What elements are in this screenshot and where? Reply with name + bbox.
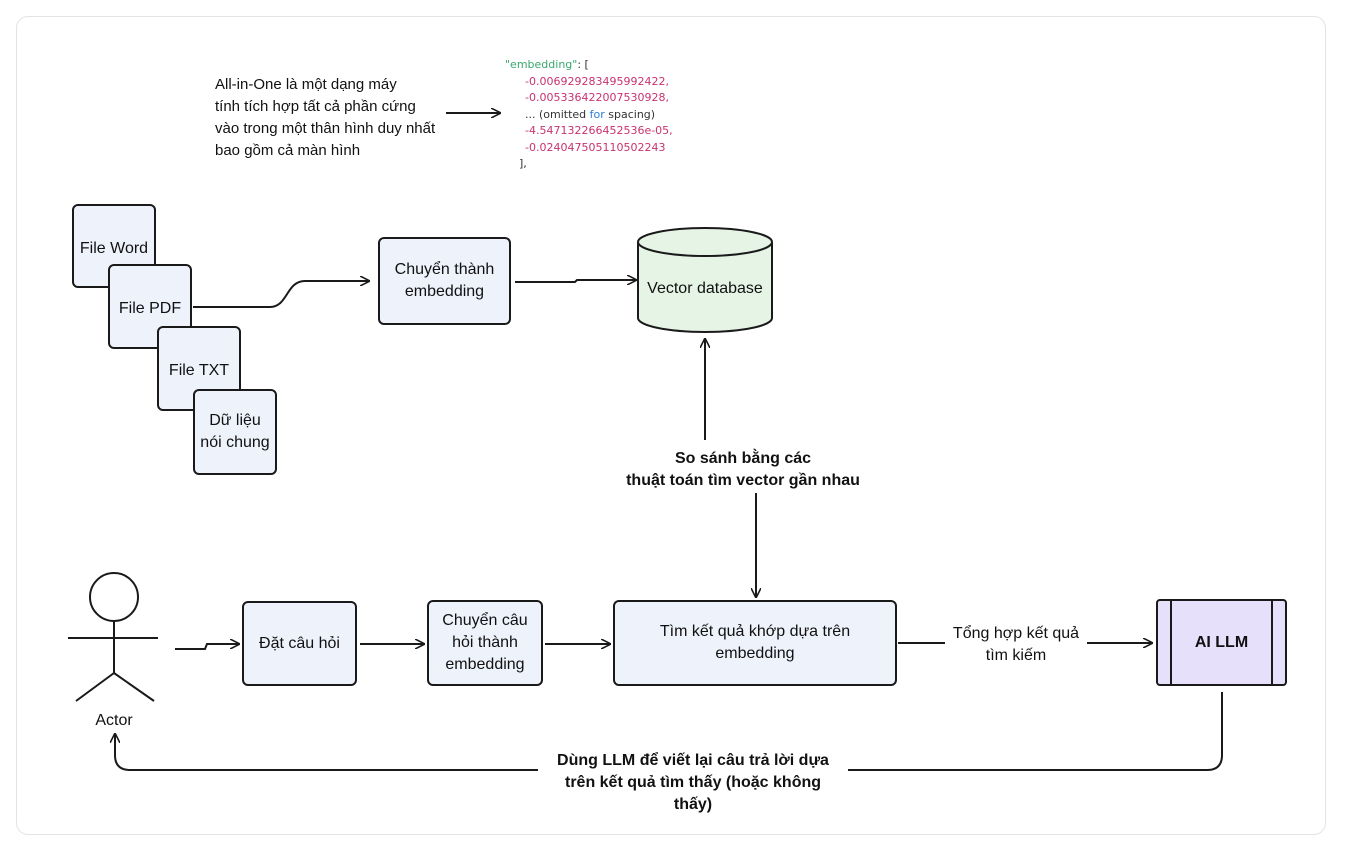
json-value: -0.006929283495992422, bbox=[525, 74, 669, 88]
json-key: "embedding" bbox=[505, 58, 578, 71]
ask-question-box: Đặt câu hỏi bbox=[242, 601, 357, 686]
embedding-json: "embedding": [ -0.006929283495992422, -0… bbox=[505, 57, 725, 173]
rewrite-line: thấy) bbox=[673, 796, 713, 813]
file-word-label: File Word bbox=[79, 240, 149, 257]
json-comment: spacing) bbox=[604, 107, 656, 121]
rewrite-line: Dùng LLM để viết lại câu trả lời dựa bbox=[557, 752, 829, 769]
convert-question-label: hỏi thành bbox=[452, 634, 518, 651]
json-open: : [ bbox=[577, 58, 589, 71]
json-close: ], bbox=[519, 157, 527, 170]
intro-line: vào trong một thân hình duy nhất bbox=[215, 120, 436, 137]
arrow-convert-to-db bbox=[515, 280, 636, 282]
vector-database-label: Vector database bbox=[647, 280, 763, 297]
rewrite-label: Dùng LLM để viết lại câu trả lời dựa trê… bbox=[538, 750, 848, 816]
aggregate-line: tìm kiếm bbox=[985, 647, 1047, 664]
arrow-actor-to-ask bbox=[175, 644, 239, 650]
general-data-label: nói chung bbox=[200, 434, 270, 451]
json-value: -0.024047505110502243 bbox=[525, 140, 666, 154]
compare-line: So sánh bằng các bbox=[674, 450, 812, 467]
compare-label: So sánh bằng các thuật toán tìm vector g… bbox=[612, 448, 874, 492]
general-data-box: Dữ liệu nói chung bbox=[193, 389, 277, 475]
convert-question-label: embedding bbox=[445, 656, 525, 673]
file-pdf-label: File PDF bbox=[118, 300, 182, 317]
file-txt-label: File TXT bbox=[168, 362, 230, 379]
intro-text: All-in-One là một dạng máy tính tích hợp… bbox=[215, 74, 475, 162]
actor-icon bbox=[68, 572, 158, 702]
ai-llm-box: AI LLM bbox=[1156, 599, 1287, 686]
json-comment: ... (omitted bbox=[525, 107, 590, 121]
database-icon bbox=[637, 227, 773, 333]
general-data-label: Dữ liệu bbox=[209, 412, 261, 429]
intro-line: tính tích hợp tất cả phần cứng bbox=[215, 98, 416, 115]
compare-line: thuật toán tìm vector gần nhau bbox=[626, 472, 860, 489]
llm-right-bar bbox=[1271, 601, 1273, 684]
rewrite-line: trên kết quả tìm thấy (hoặc không bbox=[564, 774, 822, 791]
intro-line: bao gồm cả màn hình bbox=[215, 142, 361, 159]
json-value: -0.005336422007530928, bbox=[525, 91, 669, 104]
json-value: -4.547132266452536e-05, bbox=[525, 124, 673, 137]
convert-question-box: Chuyển câu hỏi thành embedding bbox=[427, 600, 543, 686]
file-pdf-box: File PDF bbox=[108, 264, 192, 349]
llm-left-bar bbox=[1170, 601, 1172, 684]
match-search-box: Tìm kết quả khớp dựa trên embedding bbox=[613, 600, 897, 686]
ask-question-label: Đặt câu hỏi bbox=[259, 634, 340, 652]
convert-docs-box: Chuyển thành embedding bbox=[378, 237, 511, 325]
intro-line: All-in-One là một dạng máy bbox=[215, 76, 397, 93]
json-keyword: for bbox=[589, 107, 605, 121]
aggregate-label: Tổng hợp kết quả tìm kiếm bbox=[945, 623, 1087, 667]
actor-label: Actor bbox=[95, 712, 133, 729]
match-search-label: embedding bbox=[715, 645, 795, 662]
convert-docs-label: Chuyển thành bbox=[394, 261, 495, 278]
arrow-files-to-convert bbox=[193, 281, 369, 308]
convert-docs-label: embedding bbox=[404, 283, 485, 300]
match-search-label: Tìm kết quả khớp dựa trên bbox=[659, 623, 851, 640]
ai-llm-label: AI LLM bbox=[1194, 633, 1249, 651]
aggregate-line: Tổng hợp kết quả bbox=[952, 625, 1080, 642]
convert-question-label: Chuyển câu bbox=[442, 612, 528, 629]
